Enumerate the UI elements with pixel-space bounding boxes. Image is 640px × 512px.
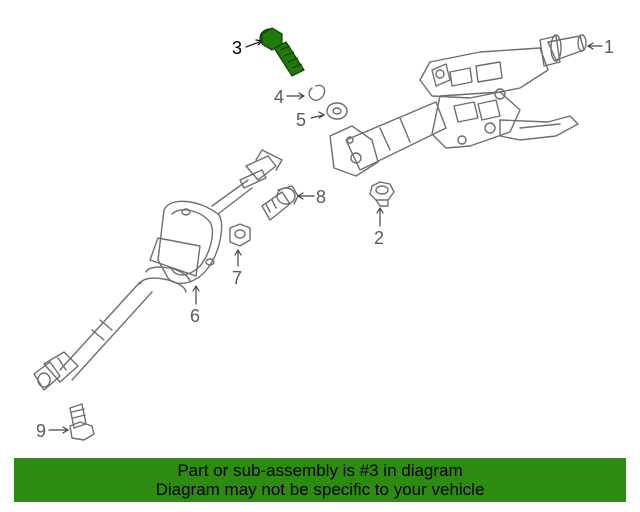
callout-1: 1 xyxy=(604,37,614,57)
callout-5: 5 xyxy=(296,110,306,130)
part-reference-text: Part or sub-assembly is #3 in diagram xyxy=(177,461,463,480)
snap-ring xyxy=(308,84,326,101)
nut xyxy=(229,223,251,247)
washer xyxy=(326,102,348,120)
bolt xyxy=(261,185,299,221)
callout-arrows xyxy=(48,39,603,434)
callout-2: 2 xyxy=(374,228,384,248)
callout-3: 3 xyxy=(232,38,242,58)
nut xyxy=(369,181,395,207)
diagram-notice-banner: Part or sub-assembly is #3 in diagram Di… xyxy=(14,458,626,502)
callout-6: 6 xyxy=(190,306,200,326)
callout-9: 9 xyxy=(36,421,46,441)
callout-4: 4 xyxy=(274,87,284,107)
intermediate-shaft xyxy=(33,149,283,391)
steering-column-assembly xyxy=(329,34,587,177)
disclaimer-text: Diagram may not be specific to your vehi… xyxy=(155,480,485,499)
highlighted-bolt xyxy=(259,27,305,77)
callout-7: 7 xyxy=(232,268,242,288)
callout-8: 8 xyxy=(316,187,326,207)
bolt xyxy=(69,403,95,441)
